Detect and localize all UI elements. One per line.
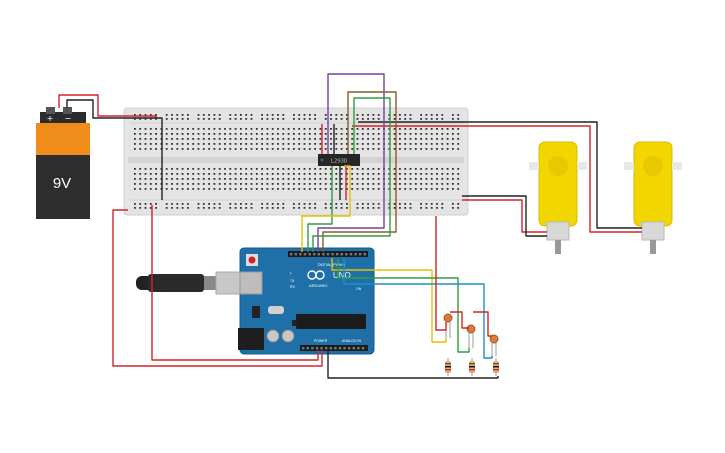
photoresistor-2[interactable] bbox=[466, 324, 476, 348]
power-header-label: POWER bbox=[314, 339, 328, 343]
wire-motor1-red[interactable] bbox=[462, 199, 547, 233]
wire-battery-negative[interactable] bbox=[66, 99, 163, 200]
analog-header-label: ANALOG IN bbox=[342, 339, 362, 343]
wire-purple-control[interactable] bbox=[317, 73, 385, 252]
chip-label: L293D bbox=[331, 159, 348, 165]
arduino-header-pins bbox=[290, 253, 366, 350]
on-led-label: ON bbox=[356, 287, 362, 291]
photoresistor-3[interactable] bbox=[489, 334, 499, 356]
wire-rail-to-arduino-gnd[interactable] bbox=[151, 205, 319, 361]
wire-ldr3-supply[interactable] bbox=[473, 311, 492, 337]
battery-plus-symbol: + bbox=[47, 114, 54, 123]
battery-label: 9V bbox=[53, 175, 71, 192]
dc-motor-2[interactable] bbox=[624, 141, 682, 254]
wire-motor1-black[interactable] bbox=[462, 195, 547, 237]
l-led-label: L bbox=[290, 271, 292, 275]
wire-green-sensor[interactable] bbox=[337, 258, 470, 353]
usb-cable[interactable] bbox=[136, 271, 247, 295]
wire-green-control-top[interactable] bbox=[312, 97, 391, 252]
arduino-model: UNO bbox=[333, 271, 351, 280]
tx-led-label: TX bbox=[290, 279, 295, 283]
arduino-brand: ARDUINO bbox=[309, 283, 327, 288]
wire-resistor-ground[interactable] bbox=[327, 350, 499, 379]
wire-rail-to-arduino-5v[interactable] bbox=[112, 209, 323, 367]
breadboard-holes bbox=[134, 114, 460, 209]
resistor-1[interactable] bbox=[445, 358, 451, 376]
resistor-2[interactable] bbox=[469, 358, 475, 376]
wire-green-control-bottom[interactable] bbox=[307, 166, 333, 252]
battery-minus-symbol: − bbox=[65, 114, 72, 123]
wire-blue-sensor[interactable] bbox=[343, 258, 493, 359]
wire-yellow-sensor[interactable] bbox=[331, 258, 447, 343]
wire-motor2-red[interactable] bbox=[352, 125, 642, 233]
wire-yellow-control[interactable] bbox=[301, 165, 351, 252]
photoresistor-1[interactable] bbox=[443, 313, 453, 338]
dc-motor-1[interactable] bbox=[529, 141, 587, 254]
wire-ldr-supply[interactable] bbox=[435, 216, 447, 331]
arduino-uno[interactable]: UNO ARDUINO DIGITAL (PWM~) POWER ANALOG … bbox=[238, 247, 375, 355]
resistor-3[interactable] bbox=[493, 358, 499, 376]
wire-ldr2-supply[interactable] bbox=[450, 311, 469, 329]
rx-led-label: RX bbox=[290, 285, 296, 289]
battery-9v[interactable]: 9V + − bbox=[36, 107, 90, 219]
wire-battery-positive[interactable] bbox=[58, 94, 157, 120]
wire-motor2-black[interactable] bbox=[358, 121, 642, 229]
l293d-chip[interactable]: L293D bbox=[318, 154, 360, 166]
breadboard[interactable] bbox=[123, 107, 469, 216]
